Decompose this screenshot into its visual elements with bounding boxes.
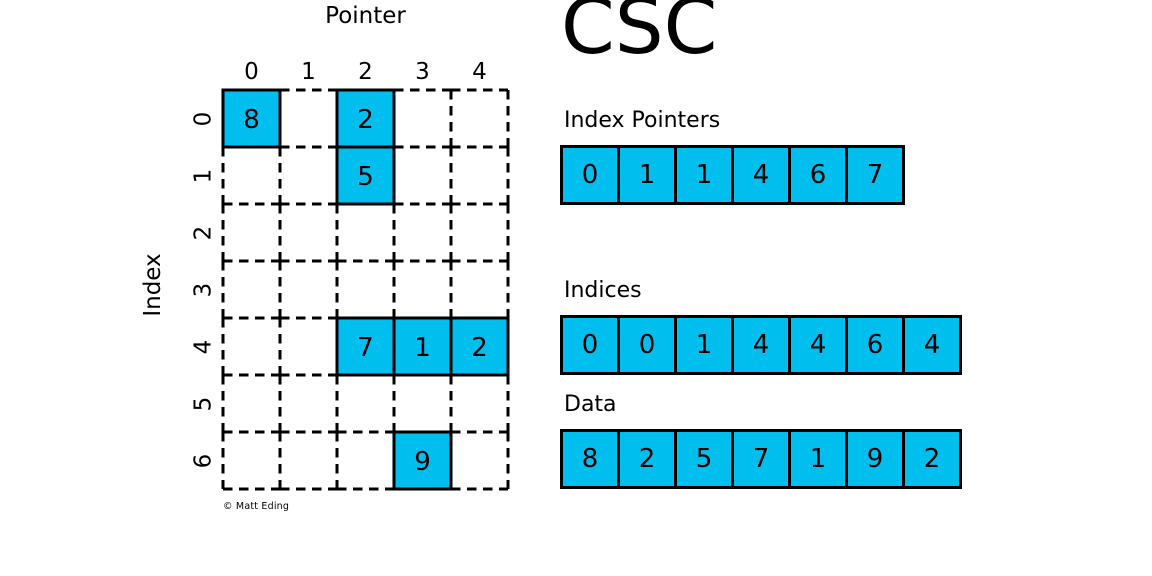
data-cell: 2: [902, 429, 962, 489]
matrix-cell-value: 2: [357, 105, 374, 135]
indices-cell: 4: [788, 315, 848, 375]
indices-label: Indices: [564, 278, 642, 303]
row-label-text: 4: [189, 339, 216, 354]
row-label-text: 5: [189, 396, 216, 411]
row-label-text: 1: [189, 168, 216, 183]
indices-cell: 1: [674, 315, 734, 375]
indices-cell: 0: [617, 315, 677, 375]
row-label: 0: [188, 90, 218, 147]
copyright-text: © Matt Eding: [223, 501, 290, 512]
row-labels: 0 1 2 3 4 5 6: [188, 90, 218, 489]
page-title: CSC: [561, 0, 718, 72]
indices-cell: 6: [845, 315, 905, 375]
matrix-filled-cell: [335, 88, 396, 149]
index-pointers-cell: 4: [731, 145, 791, 205]
data-cell: 7: [731, 429, 791, 489]
column-label: 3: [415, 59, 430, 85]
index-pointers-cell: 6: [788, 145, 848, 205]
matrix-filled-cell: [449, 316, 510, 377]
index-pointers-cell: 1: [617, 145, 677, 205]
row-label: 4: [188, 318, 218, 375]
row-label-text: 0: [189, 111, 216, 126]
index-pointers-cell: 7: [845, 145, 905, 205]
index-pointers-label: Index Pointers: [564, 108, 721, 133]
indices-cell: 4: [902, 315, 962, 375]
data-cell: 5: [674, 429, 734, 489]
matrix-grid-svg: 8 2 5 7 1 2 9: [221, 88, 510, 491]
data-cell: 2: [617, 429, 677, 489]
indices-cell: 4: [731, 315, 791, 375]
row-label: 1: [188, 147, 218, 204]
matrix-cell-value: 1: [414, 333, 431, 363]
matrix-cell-value: 5: [357, 162, 374, 192]
row-label: 3: [188, 261, 218, 318]
indices-cell: 0: [560, 315, 620, 375]
matrix-cell-value: 9: [414, 447, 431, 477]
row-label-text: 6: [189, 453, 216, 468]
row-label: 2: [188, 204, 218, 261]
sparse-matrix-grid: 8 2 5 7 1 2 9: [220, 87, 511, 496]
matrix-filled-cell: [335, 316, 396, 377]
data-cell: 9: [845, 429, 905, 489]
matrix-cell-value: 7: [357, 333, 374, 363]
column-labels: 0 1 2 3 4: [223, 59, 508, 85]
index-axis-label: Index: [140, 253, 166, 317]
column-label: 4: [472, 59, 487, 85]
row-label-text: 2: [189, 225, 216, 240]
index-pointers-cell: 1: [674, 145, 734, 205]
row-label: 5: [188, 375, 218, 432]
pointer-axis-label: Pointer: [325, 3, 406, 29]
matrix-filled-cell: [221, 88, 282, 149]
matrix-filled-cell: [335, 145, 396, 206]
index-pointers-cell: 0: [560, 145, 620, 205]
data-label: Data: [564, 392, 617, 417]
column-label: 0: [244, 59, 259, 85]
column-label: 2: [358, 59, 373, 85]
matrix-filled-cell: [392, 316, 453, 377]
row-label-text: 3: [189, 282, 216, 297]
matrix-filled-cell: [392, 430, 453, 491]
row-label: 6: [188, 432, 218, 489]
matrix-cell-value: 2: [471, 333, 488, 363]
matrix-cell-value: 8: [243, 105, 260, 135]
column-label: 1: [301, 59, 316, 85]
data-cell: 8: [560, 429, 620, 489]
data-cell: 1: [788, 429, 848, 489]
